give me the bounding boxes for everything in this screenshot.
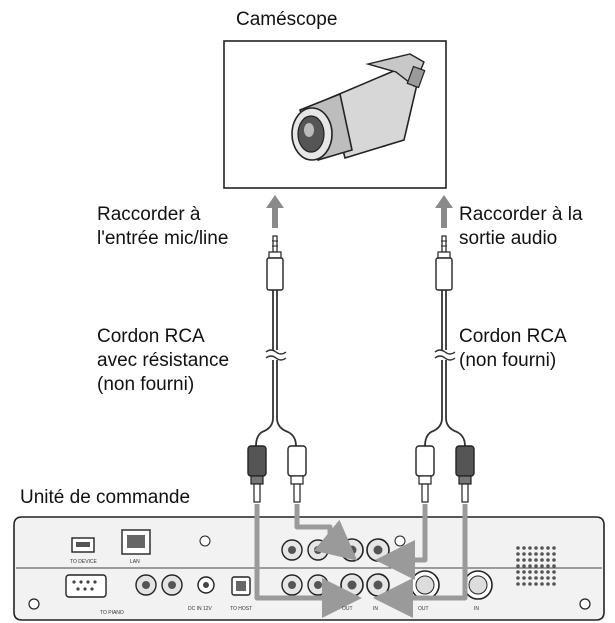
left-mini-plug xyxy=(266,235,284,291)
grille-dot xyxy=(522,576,526,580)
grille-dot xyxy=(546,582,550,586)
grille-dot xyxy=(534,546,538,550)
grille-dot xyxy=(534,570,538,574)
grille-dot xyxy=(516,570,520,574)
grille-dot xyxy=(522,558,526,562)
grille-dot xyxy=(522,546,526,550)
left-connection-label-line2: l'entrée mic/line xyxy=(97,228,229,249)
grille-dot xyxy=(516,564,520,568)
right-rca-plug-light xyxy=(415,445,435,503)
left-cable-break xyxy=(265,349,287,361)
grille-dot xyxy=(528,546,532,550)
right-rca-cable xyxy=(424,290,466,447)
left-rca-plug-dark xyxy=(247,445,267,503)
grille-dot xyxy=(516,558,520,562)
to-piano-port xyxy=(65,574,107,598)
port-label-out: OUT xyxy=(342,606,353,612)
grille-dot xyxy=(528,582,532,586)
grille-dot xyxy=(534,552,538,556)
port-label-to-host: TO HOST xyxy=(230,606,252,612)
left-connection-label-line1: Raccorder à xyxy=(97,204,201,225)
grille-dot xyxy=(546,558,550,562)
grille-dot xyxy=(534,558,538,562)
left-rca-plug-light xyxy=(287,445,307,503)
left-cord-label-line1: Cordon RCA xyxy=(97,326,205,347)
grille-dot xyxy=(546,564,550,568)
camcorder-title: Caméscope xyxy=(236,9,338,30)
grille-dot xyxy=(534,564,538,568)
grille-dot xyxy=(534,576,538,580)
grille-dot xyxy=(528,570,532,574)
grille-dot xyxy=(522,564,526,568)
grille-dot xyxy=(540,582,544,586)
grille-dot xyxy=(540,552,544,556)
grille-dot xyxy=(546,546,550,550)
right-rca-plug-dark xyxy=(455,445,475,503)
right-mini-plug xyxy=(435,235,453,291)
grille-dot xyxy=(540,558,544,562)
left-arrow xyxy=(266,195,284,228)
port-label-usb: TO DEVICE xyxy=(70,559,98,565)
grille-dot xyxy=(546,570,550,574)
grille-dot xyxy=(552,564,556,568)
port-label-to-piano: TO PIANO xyxy=(100,610,124,616)
grille-dot xyxy=(516,582,520,586)
right-connection-label-line1: Raccorder à la xyxy=(459,204,583,225)
grille-dot xyxy=(522,582,526,586)
right-cord-label-line2: (non fourni) xyxy=(459,350,557,371)
port-label-lan: LAN xyxy=(130,559,140,565)
grille-dot xyxy=(552,558,556,562)
grille-dot xyxy=(540,546,544,550)
port-label-midi-out: OUT xyxy=(418,606,429,612)
right-cord-label-line1: Cordon RCA xyxy=(459,326,567,347)
grille-dot xyxy=(528,564,532,568)
grille-dot xyxy=(552,546,556,550)
grille-dot xyxy=(540,564,544,568)
left-cord-label-line3: (non fourni) xyxy=(97,374,195,395)
camcorder-icon xyxy=(291,53,426,161)
grille-dot xyxy=(522,552,526,556)
grille-dot xyxy=(540,570,544,574)
grille-dot xyxy=(552,582,556,586)
connection-path-right xyxy=(373,504,468,618)
grille-dot xyxy=(516,552,520,556)
grille-dot xyxy=(516,576,520,580)
grille-dot xyxy=(552,552,556,556)
speaker-grille xyxy=(516,546,556,586)
control-unit-title: Unité de commande xyxy=(20,487,191,508)
grille-dot xyxy=(528,576,532,580)
control-unit-body xyxy=(13,516,605,621)
grille-dot xyxy=(528,552,532,556)
grille-dot xyxy=(546,552,550,556)
right-cable-break xyxy=(434,349,456,361)
left-cord-label-line2: avec résistance xyxy=(97,350,230,371)
right-connection-label-line2: sortie audio xyxy=(459,228,558,249)
grille-dot xyxy=(522,570,526,574)
grille-dot xyxy=(552,576,556,580)
right-arrow xyxy=(435,195,453,228)
grille-dot xyxy=(528,558,532,562)
port-label-midi-in: IN xyxy=(474,606,479,612)
left-rca-cable xyxy=(255,290,297,447)
connection-path-left xyxy=(254,504,362,618)
port-label-in: IN xyxy=(373,606,378,612)
port-label-dc-in: DC IN 12V xyxy=(188,606,213,612)
grille-dot xyxy=(516,546,520,550)
grille-dot xyxy=(540,576,544,580)
grille-dot xyxy=(534,582,538,586)
grille-dot xyxy=(552,570,556,574)
grille-dot xyxy=(546,576,550,580)
